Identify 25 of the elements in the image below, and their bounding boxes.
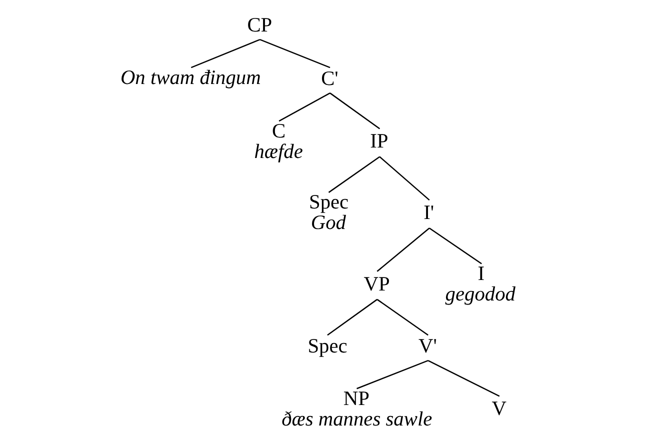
connector xyxy=(330,92,380,129)
connector xyxy=(428,360,500,396)
node-text: Spec God xyxy=(308,191,349,234)
connector xyxy=(190,38,260,68)
node-text: I' xyxy=(424,201,434,224)
connector xyxy=(356,359,428,389)
node-text: NP ðæs mannes sawle xyxy=(282,387,432,430)
node-text: On twam đingum xyxy=(120,66,261,88)
node-text: Spec xyxy=(308,335,348,358)
node-text: V xyxy=(492,398,506,420)
connector xyxy=(376,227,430,272)
node-text: I gegodod xyxy=(445,262,516,305)
node-text: VP xyxy=(364,272,390,295)
node-text: C' xyxy=(321,68,338,90)
node-text: IP xyxy=(370,130,388,152)
connector xyxy=(379,156,430,200)
node-text: C hæfde xyxy=(254,120,303,162)
connector xyxy=(260,38,330,68)
connector xyxy=(429,227,482,264)
node-text: V' xyxy=(418,335,437,358)
node-text: CP xyxy=(247,14,272,36)
connector xyxy=(278,92,330,122)
connector xyxy=(327,298,378,336)
connector xyxy=(328,156,380,192)
connector xyxy=(376,298,428,336)
